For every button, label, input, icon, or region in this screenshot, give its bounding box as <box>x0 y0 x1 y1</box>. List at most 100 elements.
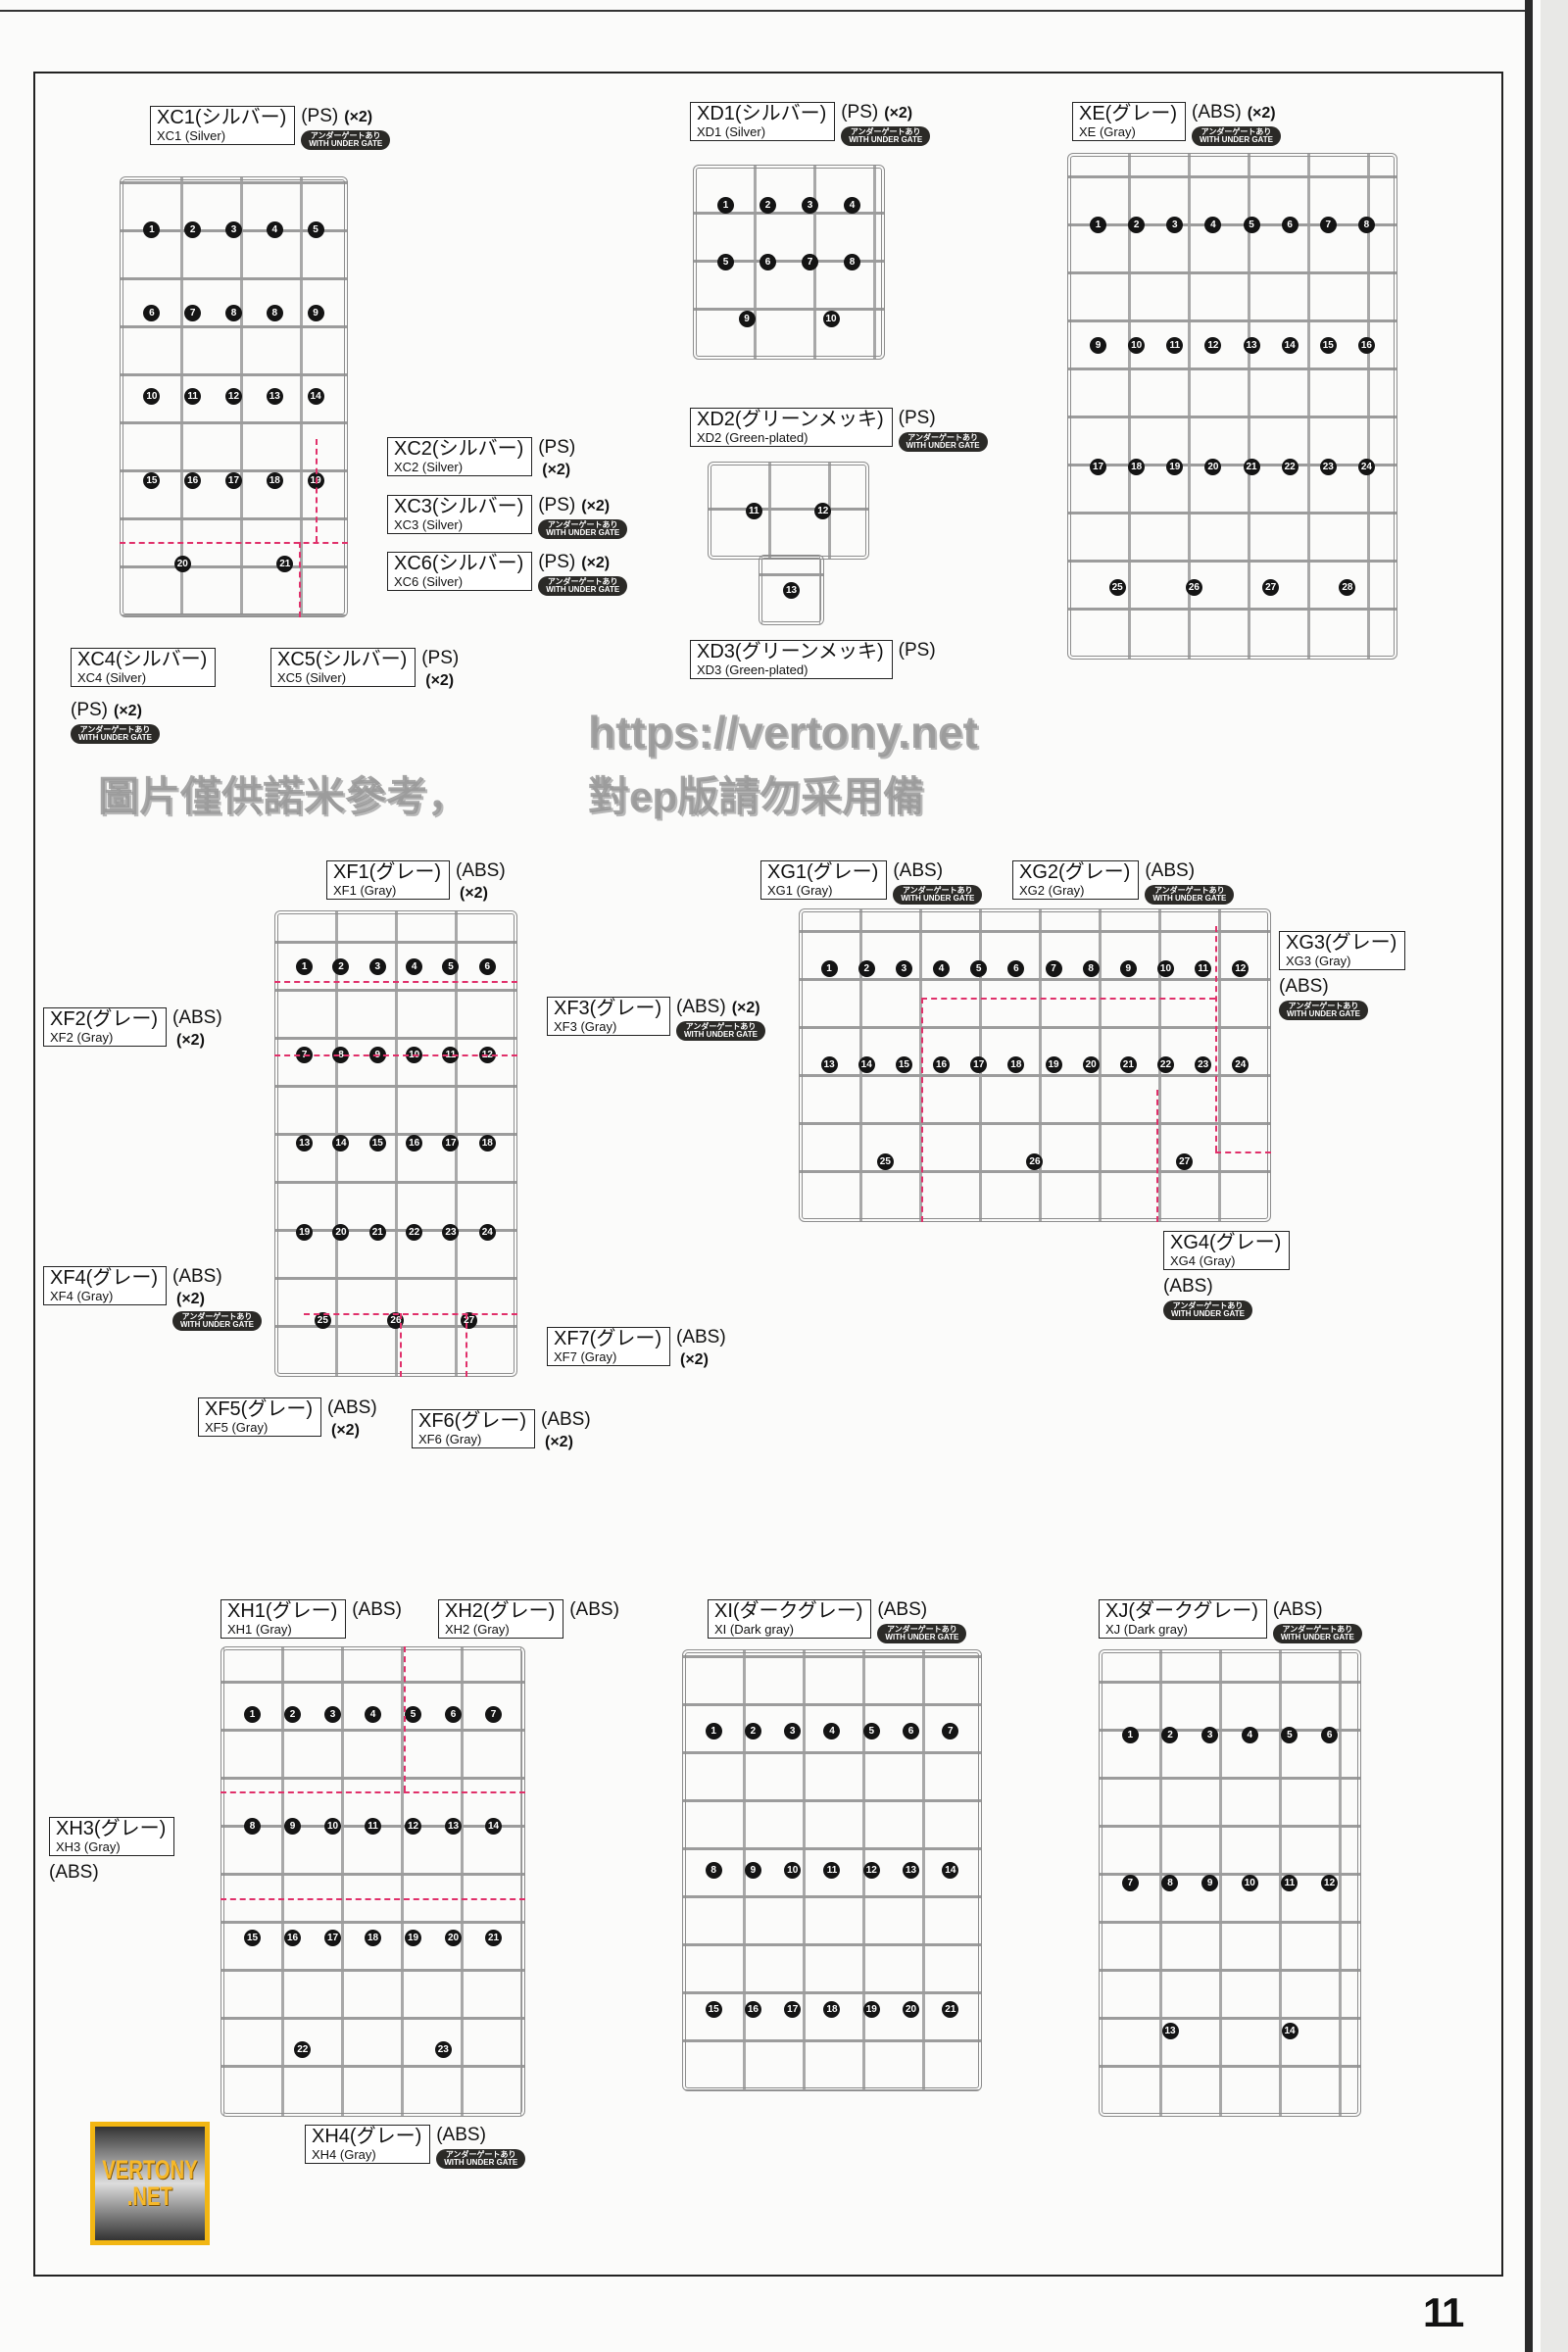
runner-label-xf2: XF2(グレー)XF2 (Gray)(ABS)(×2) <box>43 1007 222 1050</box>
part-number: 16 <box>284 1929 301 1946</box>
gate-badge-en: WITH UNDER GATE <box>1287 1009 1360 1018</box>
part-number: 4 <box>1204 217 1222 234</box>
part-number: 14 <box>1281 337 1298 355</box>
runner-name-en: XH2 (Gray) <box>445 1622 510 1637</box>
part-number: 20 <box>1204 458 1222 475</box>
part-number: 27 <box>461 1312 478 1330</box>
runner-label-xh3: XH3(グレー)XH3 (Gray)(ABS) <box>49 1817 175 1884</box>
part-number: 7 <box>1121 1875 1139 1891</box>
cut-line <box>400 1313 402 1377</box>
part-number: 17 <box>1090 458 1107 475</box>
cut-line <box>274 981 517 983</box>
material-line: (ABS) <box>436 2125 525 2146</box>
runner-name-en: XC3 (Silver) <box>394 517 464 532</box>
part-number: 16 <box>1357 337 1375 355</box>
multiplier: (×2) <box>581 498 611 514</box>
part-number: 1 <box>705 1722 722 1740</box>
runner-name-en: XF6 (Gray) <box>418 1432 482 1446</box>
part-number: 11 <box>823 1861 841 1879</box>
part-number: 7 <box>1319 217 1337 234</box>
cut-line <box>220 1791 525 1793</box>
material: (ABS) <box>436 2125 486 2145</box>
part-number: 17 <box>442 1135 460 1152</box>
watermark-text: 對ep版請勿采用備 <box>588 773 925 819</box>
part-number: 3 <box>895 959 912 977</box>
part-number: 23 <box>1319 458 1337 475</box>
runner-name-en: XG4 (Gray) <box>1170 1253 1236 1268</box>
runner-name-en: XE (Gray) <box>1079 124 1136 139</box>
runner-name-en: XG2 (Gray) <box>1019 883 1085 898</box>
gate-badge-jp: アンダーゲートあり <box>1172 1301 1244 1310</box>
part-number: 10 <box>822 311 840 328</box>
material-line: (ABS) <box>1273 1599 1362 1621</box>
part-number: 9 <box>284 1817 301 1835</box>
material-line: (ABS) <box>49 1862 99 1884</box>
runner-name-box: XG2(グレー)XG2 (Gray) <box>1012 860 1140 900</box>
part-number: 8 <box>844 253 860 270</box>
part-number: 9 <box>738 311 756 328</box>
part-number: 25 <box>314 1312 331 1330</box>
runner-name-jp: XG2(グレー) <box>1019 861 1131 883</box>
runner-name-jp: XG1(グレー) <box>767 861 879 883</box>
gate-badge-jp: アンダーゲートあり <box>685 1022 757 1031</box>
part-number: 19 <box>862 2001 880 2019</box>
material: (ABS) <box>541 1409 591 1430</box>
part-number: 4 <box>406 957 423 975</box>
gate-badge-jp: アンダーゲートあり <box>445 2150 516 2159</box>
part-number: 22 <box>1156 1056 1174 1074</box>
material-line: (ABS) <box>893 860 982 882</box>
runner-label-xc4: XC4(シルバー)XC4 (Silver) <box>71 648 221 687</box>
runner-name-jp: XE(グレー) <box>1079 103 1177 124</box>
part-number: 13 <box>1161 2023 1179 2039</box>
part-number: 9 <box>307 305 324 322</box>
gate-badge-jp: アンダーゲートあり <box>1200 127 1272 136</box>
part-number: 1 <box>717 196 734 214</box>
material: (PS) <box>301 106 339 126</box>
part-number: 5 <box>307 221 324 239</box>
material: (PS) <box>421 648 460 668</box>
part-number: 19 <box>296 1223 314 1241</box>
gate-badge-jp: アンダーゲートあり <box>1153 886 1225 895</box>
part-number: 23 <box>1195 1056 1212 1074</box>
runner-info: (ABS) <box>49 1862 99 1884</box>
part-number: 7 <box>485 1705 502 1723</box>
gate-badge-jp: アンダーゲートあり <box>887 1625 957 1634</box>
part-number: 24 <box>1357 458 1375 475</box>
part-number: 12 <box>1204 337 1222 355</box>
part-number: 7 <box>942 1722 959 1740</box>
page-frame <box>33 72 1503 2277</box>
cut-line <box>466 1313 467 1377</box>
part-number: 17 <box>224 471 242 489</box>
watermark-url: https://vertony.net <box>588 707 978 758</box>
runner-name-jp: XC3(シルバー) <box>394 496 524 517</box>
part-number: 13 <box>783 581 800 599</box>
material: (ABS) <box>893 860 944 881</box>
multiplier: (×2) <box>680 1351 709 1368</box>
part-number: 21 <box>368 1223 386 1241</box>
runner-info: (ABS) <box>352 1599 402 1621</box>
part-number: 3 <box>1166 217 1184 234</box>
runner-name-en: XC1 (Silver) <box>157 128 226 143</box>
runner-name-en: XD1 (Silver) <box>697 124 766 139</box>
part-number: 11 <box>1166 337 1184 355</box>
